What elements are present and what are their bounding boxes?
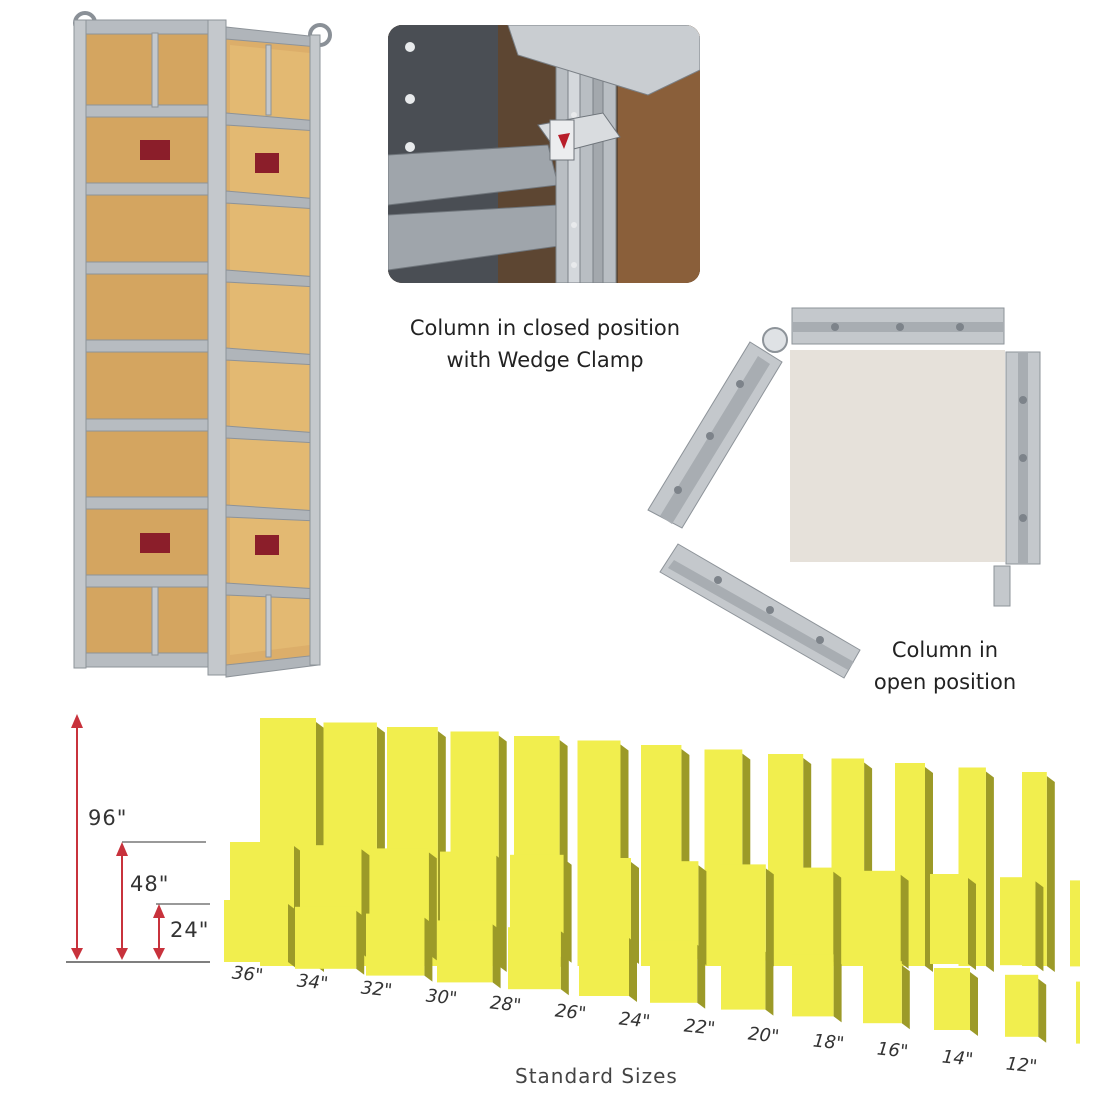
panel-48-12 <box>1070 880 1080 967</box>
closed-caption-line2: with Wedge Clamp <box>446 348 644 372</box>
open-caption-line2: open position <box>873 670 1017 694</box>
standard-panels-illustration <box>224 718 1080 1044</box>
size-label: 22" <box>682 1015 716 1040</box>
wedge-clamp-icon <box>537 112 621 161</box>
size-label: 36" <box>230 962 265 987</box>
panel-24-9 <box>863 961 910 1030</box>
panel-tag-icon <box>255 153 279 173</box>
panel-tag-icon <box>255 535 279 555</box>
panel-48-10 <box>930 874 976 970</box>
panel-24-5 <box>579 934 637 1002</box>
size-label: 18" <box>811 1030 845 1055</box>
height-24-label: 24" <box>170 918 210 942</box>
right-form-panel <box>993 351 1041 607</box>
size-label: 28" <box>488 992 523 1017</box>
wedge-clamp-photo <box>388 25 700 283</box>
panel-48-7 <box>720 864 774 967</box>
panel-24-12 <box>1076 981 1080 1044</box>
panel-24-7 <box>721 947 774 1016</box>
panel-48-11 <box>1000 877 1044 972</box>
size-label: 34" <box>295 970 329 995</box>
panel-24-6 <box>650 940 706 1009</box>
panel-48-9 <box>860 870 909 969</box>
size-label: 30" <box>424 985 458 1010</box>
panel-tag-icon <box>140 140 170 160</box>
panel-tag-icon <box>140 533 170 553</box>
open-position-caption: Column in open position <box>860 634 1030 698</box>
height-96-label: 96" <box>88 806 128 830</box>
panel-24-11 <box>1005 974 1047 1043</box>
height-dimension-diagram <box>66 714 210 963</box>
panel-24-4 <box>508 927 569 996</box>
concrete-core <box>790 350 1005 562</box>
open-caption-line1: Column in <box>891 638 999 662</box>
closed-position-caption: Column in closed position with Wedge Cla… <box>390 312 700 376</box>
panel-48-8 <box>790 867 842 968</box>
column-formwork-illustration <box>73 11 332 678</box>
size-label: 20" <box>746 1023 781 1048</box>
size-label: 14" <box>940 1046 974 1071</box>
standard-sizes-caption: Standard Sizes <box>515 1064 678 1088</box>
panel-24-3 <box>437 920 501 989</box>
panel-96-10 <box>895 763 933 972</box>
left-upper-form-panel <box>647 341 783 529</box>
panel-24-1 <box>295 906 365 975</box>
size-label: 24" <box>617 1008 652 1033</box>
open-position-diagram <box>647 307 1041 679</box>
panel-24-0 <box>224 900 296 968</box>
size-label: 32" <box>359 977 394 1002</box>
size-label: 26" <box>553 1000 587 1025</box>
height-48-label: 48" <box>130 872 170 896</box>
size-label: 16" <box>875 1038 910 1063</box>
left-lower-form-panel <box>659 543 861 679</box>
panel-24-8 <box>792 954 842 1023</box>
closed-caption-line1: Column in closed position <box>409 316 681 340</box>
top-form-panel <box>762 307 1005 353</box>
panel-24-10 <box>934 968 978 1036</box>
size-label: 12" <box>1004 1053 1039 1078</box>
panel-24-2 <box>366 913 433 982</box>
